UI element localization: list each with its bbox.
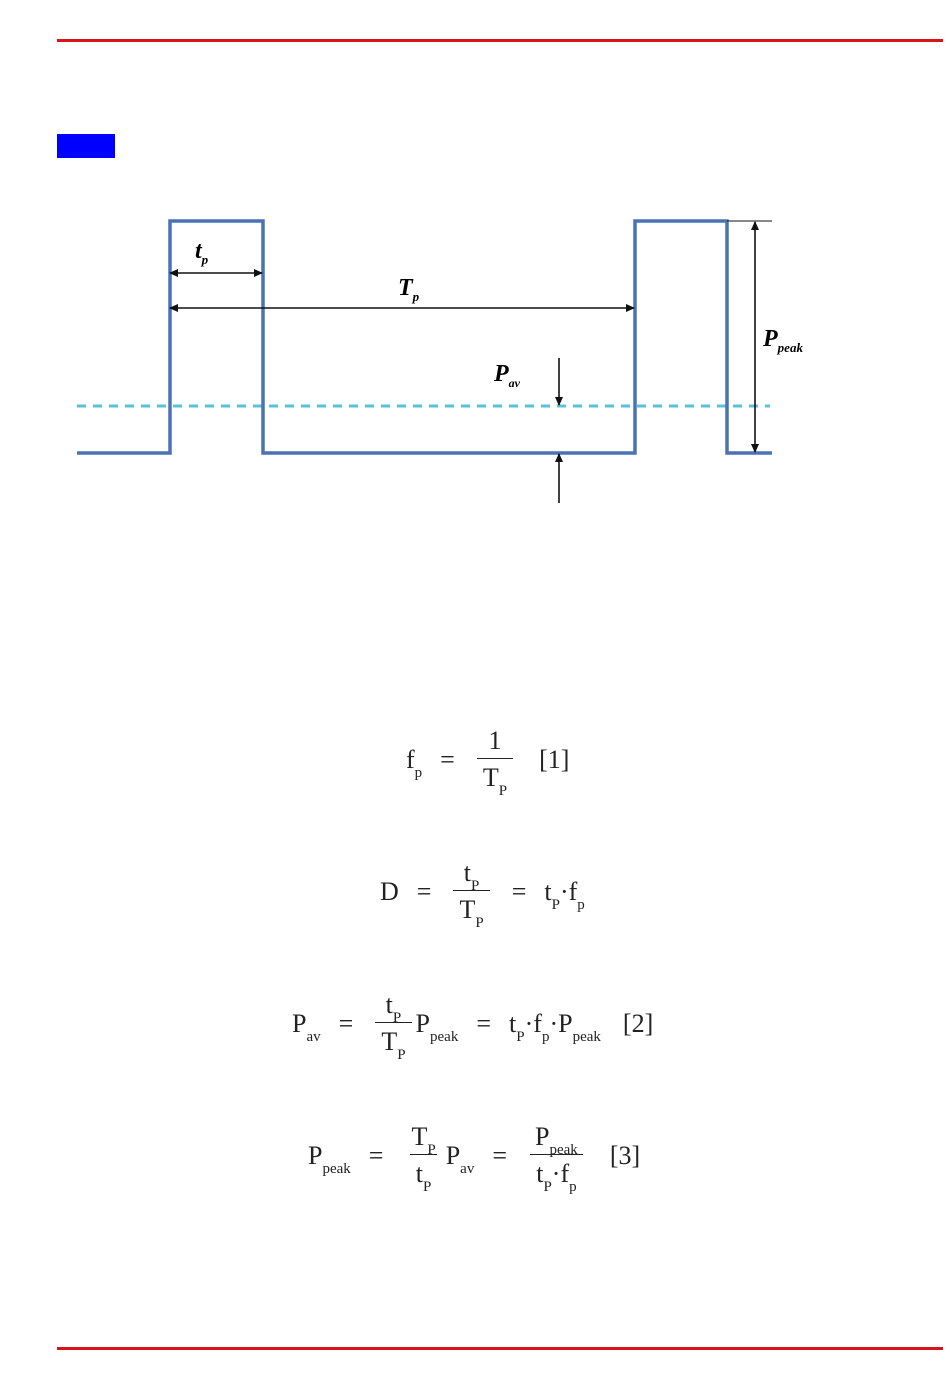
fraction: 1 TP [477, 728, 513, 791]
equation-peak-power: Ppeak = TP tP Pav = Ppeak tP·fp [3] [0, 1124, 950, 1204]
equation-ref-3: [3] [610, 1141, 640, 1171]
tp-label: tp [195, 238, 209, 267]
Tp-label: Tp [398, 275, 420, 304]
bottom-rule [57, 1347, 943, 1350]
equation-average-power: Pav = tP TP Ppeak = tP·fp·Ppeak [2] [0, 992, 950, 1072]
fraction: tP TP [453, 860, 489, 923]
equation-duty-cycle: D = tP TP = tP·fp [0, 860, 950, 940]
fraction: TP tP [405, 1124, 441, 1187]
pulse-waveform-diagram: tp Tp Pav Ppeak [0, 190, 950, 520]
equation-frequency: fp = 1 TP [1] [0, 728, 950, 808]
ppeak-label: Ppeak [762, 326, 803, 355]
fraction: Ppeak tP·fp [529, 1124, 584, 1187]
section-marker-block [57, 134, 115, 158]
pulse-train [77, 221, 772, 453]
pav-label: Pav [493, 361, 521, 390]
top-rule [57, 39, 943, 42]
fraction: tP TP [375, 992, 411, 1055]
equation-ref-1: [1] [539, 745, 569, 775]
equation-ref-2: [2] [623, 1009, 653, 1039]
